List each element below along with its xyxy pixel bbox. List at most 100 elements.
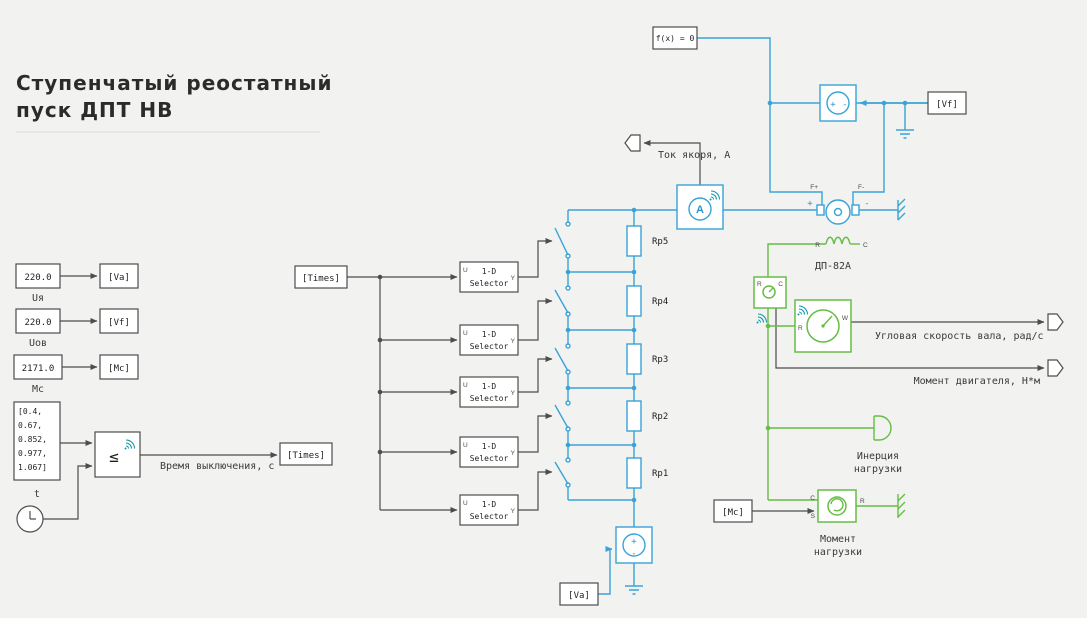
resistor-rp5[interactable]: Rp5 bbox=[626, 225, 668, 257]
wire-field-minus[interactable] bbox=[852, 103, 885, 206]
torque-arrow-icon bbox=[830, 498, 844, 512]
rotational-motion-sensor-block[interactable]: R W bbox=[794, 299, 852, 353]
armature-voltage-source-block[interactable]: + - bbox=[615, 526, 653, 564]
load-inertia-block[interactable] bbox=[862, 415, 892, 441]
inertia-label-line1: Инерция bbox=[857, 451, 899, 462]
label-shaft-speed: Угловая скорость вала, рад/с bbox=[875, 331, 1044, 342]
speed-sensor-port-r: R bbox=[798, 325, 803, 332]
selector1-line1: 1-D bbox=[482, 267, 497, 276]
from-tag-mc[interactable]: [Mc] bbox=[713, 499, 753, 523]
goto-tag-times[interactable]: [Times] bbox=[279, 442, 333, 466]
wire-selector1-to-switch1[interactable] bbox=[518, 238, 553, 278]
ideal-switch-2[interactable] bbox=[554, 285, 571, 317]
goto-tag-va[interactable]: [Va] bbox=[99, 263, 139, 289]
load-label-line2: нагрузки bbox=[814, 547, 862, 558]
selector4-port-y: Y bbox=[511, 450, 516, 457]
selector4-port-u: U bbox=[463, 442, 468, 449]
constant-ua-block[interactable]: 220.0 bbox=[15, 263, 61, 289]
torque-sensor-needle-icon bbox=[768, 287, 774, 293]
vector-line3: 0.852, bbox=[18, 435, 47, 444]
wire-selector5-to-switch5[interactable] bbox=[518, 469, 553, 511]
torque-sensor-block[interactable]: R C bbox=[753, 276, 787, 309]
wire-torque-signal[interactable] bbox=[775, 308, 1045, 371]
dc-machine-block[interactable] bbox=[816, 199, 860, 225]
ideal-switch-5[interactable] bbox=[554, 457, 571, 488]
wire-va-to-source[interactable] bbox=[598, 546, 613, 595]
shaft-coupling-icon[interactable] bbox=[825, 236, 851, 245]
selector-block-3[interactable]: 1-D Selector U Y bbox=[459, 376, 519, 408]
vector-line5: 1.067] bbox=[18, 463, 47, 472]
wire-shaft-to-torque-sensor[interactable] bbox=[767, 243, 826, 277]
resistor-rp1[interactable]: Rp1 bbox=[626, 457, 668, 489]
ammeter-block[interactable]: A bbox=[676, 184, 724, 230]
resistor-rp5-label: Rp5 bbox=[652, 237, 668, 247]
torque-sensor-port-r: R bbox=[757, 281, 762, 288]
load-port-c: C bbox=[810, 495, 815, 502]
wire-ammeter-to-current-outport[interactable] bbox=[643, 140, 701, 185]
clock-block[interactable] bbox=[16, 505, 44, 533]
selector2-line2: Selector bbox=[470, 342, 509, 351]
constant-mc-block[interactable]: 2171.0 bbox=[13, 354, 63, 380]
machine-port-fminus: F- bbox=[858, 184, 864, 191]
speed-outport-icon[interactable] bbox=[1047, 313, 1064, 331]
selector3-line2: Selector bbox=[470, 394, 509, 403]
label-armature-current: Ток якоря, А bbox=[658, 150, 730, 161]
ideal-switch-4[interactable] bbox=[554, 400, 571, 432]
ideal-switch-1[interactable] bbox=[554, 221, 571, 259]
selector1-port-y: Y bbox=[511, 275, 516, 282]
resistor-rp1-label: Rp1 bbox=[652, 469, 668, 479]
selector-block-4[interactable]: 1-D Selector U Y bbox=[459, 436, 519, 468]
constant-uof-block[interactable]: 220.0 bbox=[15, 308, 61, 334]
selector-block-2[interactable]: 1-D Selector U Y bbox=[459, 324, 519, 356]
from-tag-vf[interactable]: [Vf] bbox=[927, 91, 967, 115]
from-tag-times[interactable]: [Times] bbox=[294, 265, 348, 289]
ideal-switch-3[interactable] bbox=[554, 343, 571, 375]
field-ground-icon[interactable] bbox=[896, 129, 914, 139]
wire-selector3-to-switch3[interactable] bbox=[518, 356, 553, 393]
constant-times-vector-block[interactable]: [0.4, 0.67, 0.852, 0.977, 1.067] bbox=[13, 401, 61, 481]
inertia-label-line2: нагрузки bbox=[854, 464, 902, 475]
armature-source-plus: + bbox=[631, 537, 637, 547]
junction-dots bbox=[377, 100, 908, 503]
constant-mc-name: Mc bbox=[32, 384, 44, 395]
compare-operator: ≤ bbox=[109, 447, 119, 466]
goto-tag-vf[interactable]: [Vf] bbox=[99, 308, 139, 334]
torque-sensor-port-c: C bbox=[778, 281, 783, 288]
rotational-reference-icon[interactable] bbox=[897, 493, 906, 518]
resistor-rp4[interactable]: Rp4 bbox=[626, 285, 668, 317]
machine-name: ДП-82А bbox=[815, 261, 851, 272]
selector-block-5[interactable]: 1-D Selector U Y bbox=[459, 494, 519, 526]
resistor-rp3[interactable]: Rp3 bbox=[626, 343, 668, 375]
selector2-line1: 1-D bbox=[482, 330, 497, 339]
selector-block-1[interactable]: 1-D Selector U Y bbox=[459, 261, 519, 293]
torque-source-block[interactable] bbox=[817, 489, 857, 523]
solver-configuration-block[interactable]: f(x) = 0 bbox=[652, 26, 698, 50]
constant-ua-name: Uя bbox=[32, 293, 44, 304]
torque-outport-icon[interactable] bbox=[1047, 359, 1064, 377]
wire-solver-and-field-plus[interactable] bbox=[697, 37, 823, 206]
resistor-rp2[interactable]: Rp2 bbox=[626, 400, 668, 432]
wire-selector2-to-switch2[interactable] bbox=[518, 298, 553, 341]
selector1-port-u: U bbox=[463, 267, 468, 274]
from-tag-vf-label: [Vf] bbox=[936, 100, 958, 110]
goto-tag-mc[interactable]: [Mc] bbox=[99, 354, 139, 380]
selector3-port-y: Y bbox=[511, 390, 516, 397]
wire-clock-to-compare[interactable] bbox=[43, 463, 93, 520]
field-voltage-source-block[interactable]: + - bbox=[819, 84, 857, 122]
wire-selector4-to-switch4[interactable] bbox=[518, 413, 553, 453]
goto-tag-va-label: [Va] bbox=[108, 273, 130, 283]
wire-times-bus[interactable] bbox=[347, 276, 381, 510]
goto-tag-times-label: [Times] bbox=[287, 451, 325, 461]
selector5-port-u: U bbox=[463, 500, 468, 507]
armature-ground-icon[interactable] bbox=[625, 585, 643, 595]
load-port-s: S bbox=[811, 513, 816, 520]
current-outport-icon[interactable] bbox=[624, 134, 641, 152]
electrical-reference-icon[interactable] bbox=[897, 198, 906, 221]
armature-source-minus: - bbox=[631, 549, 636, 559]
speed-sensor-port-w: W bbox=[842, 315, 849, 322]
compare-block[interactable]: ≤ bbox=[94, 431, 141, 478]
label-switch-off-time: Время выключения, с bbox=[160, 461, 274, 472]
from-tag-va[interactable]: [Va] bbox=[559, 582, 599, 606]
